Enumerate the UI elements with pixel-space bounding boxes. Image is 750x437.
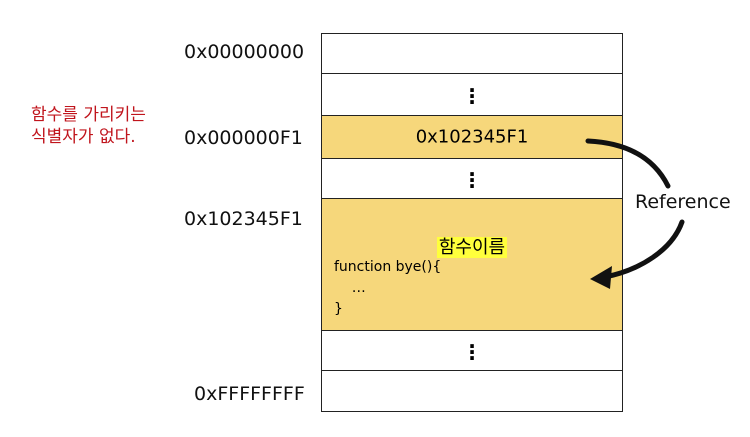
address-label-pointer: 0x000000F1 xyxy=(184,127,303,149)
ellipsis-icon: ··· xyxy=(468,77,476,114)
reference-label: Reference xyxy=(635,191,731,213)
address-label-start: 0x00000000 xyxy=(184,41,305,63)
ellipsis-icon: ··· xyxy=(468,161,476,198)
memory-cell-ellipsis-1: ··· xyxy=(321,73,623,116)
memory-cell-ellipsis-2: ··· xyxy=(321,158,623,199)
pointer-value: 0x102345F1 xyxy=(415,126,529,148)
memory-cell-pointer: 0x102345F1 xyxy=(321,115,623,159)
function-title: 함수이름 xyxy=(436,237,508,258)
address-label-end: 0xFFFFFFFF xyxy=(194,383,305,405)
memory-cell-start xyxy=(321,33,623,74)
address-label-function: 0x102345F1 xyxy=(184,208,303,230)
memory-cell-end xyxy=(321,370,623,412)
memory-cell-ellipsis-3: ··· xyxy=(321,330,623,371)
ellipsis-icon: ··· xyxy=(468,333,476,370)
memory-cell-function: 함수이름 function bye(){ … } xyxy=(321,198,623,331)
function-code: function bye(){ … } xyxy=(334,259,442,317)
no-identifier-note: 함수를 가리키는 식별자가 없다. xyxy=(31,105,146,147)
